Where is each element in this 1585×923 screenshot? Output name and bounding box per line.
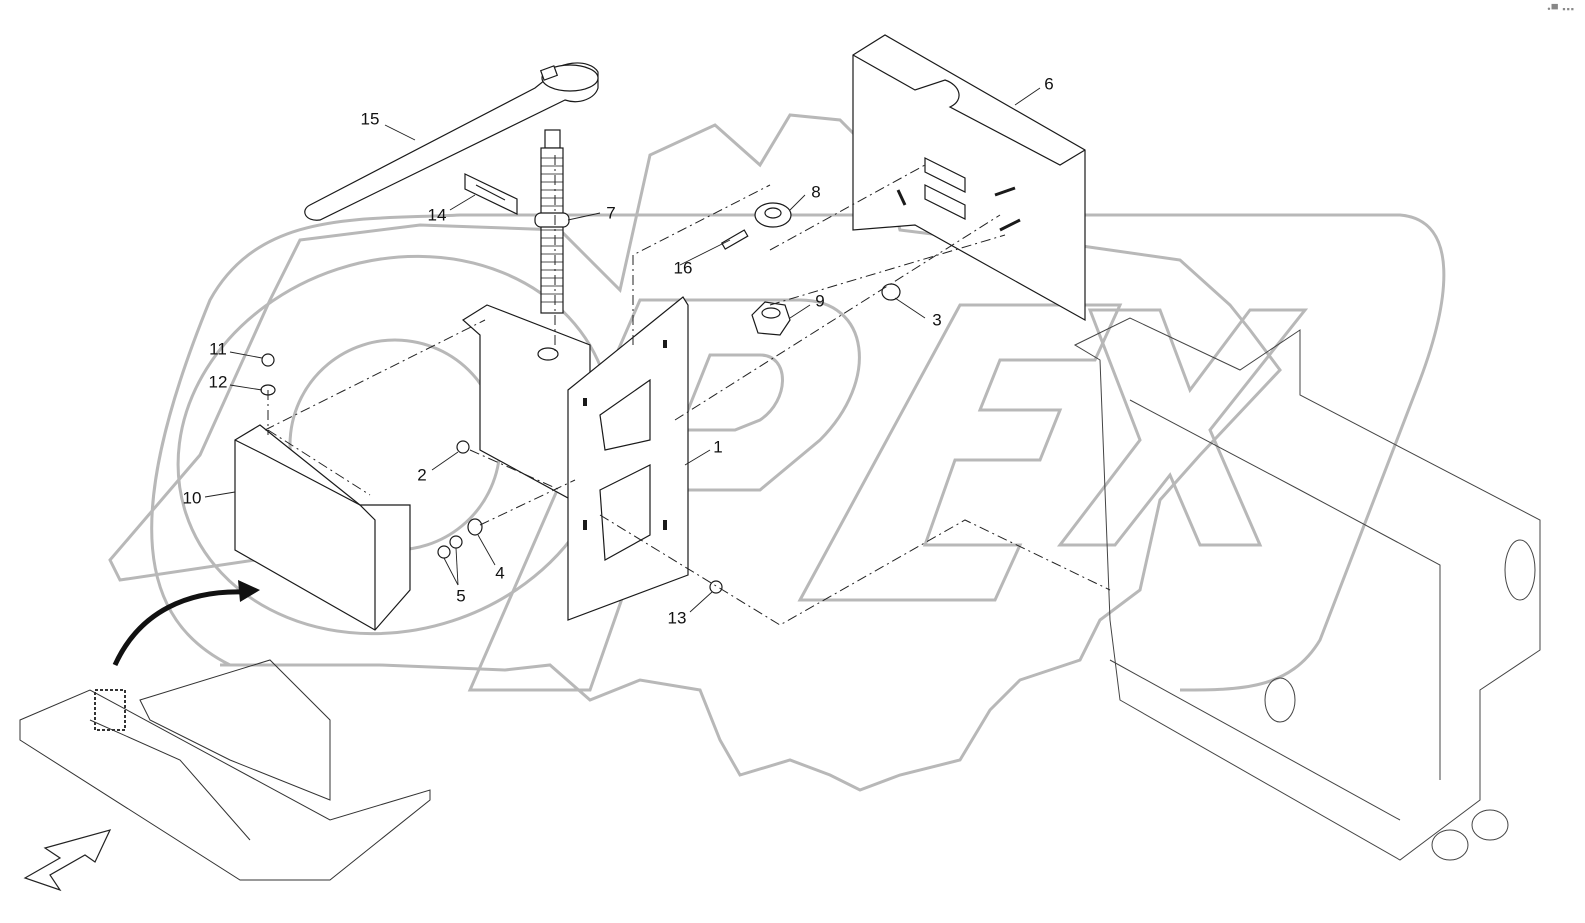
- callout-14: 14: [427, 205, 447, 225]
- arrow-head-icon: [238, 580, 260, 602]
- corner-mark: •▀ ▪▪▪: [1547, 4, 1575, 14]
- machine-overview: [19, 659, 431, 881]
- callout-6: 6: [1044, 74, 1054, 94]
- flange-bolt-2-part: [456, 440, 470, 454]
- callout-12: 12: [208, 372, 228, 392]
- crank-handle-part: [304, 62, 599, 221]
- callout-10: 10: [182, 488, 202, 508]
- label-plate-part: [464, 173, 518, 215]
- opex-watermark: [108, 113, 1446, 792]
- callout-1: 1: [713, 437, 723, 457]
- pin-part: [720, 229, 749, 250]
- callout-3: 3: [932, 310, 942, 330]
- leader-lines: [204, 87, 1041, 613]
- bolt-11-part: [261, 353, 275, 367]
- cover-plate-part: [852, 34, 1086, 322]
- nut-5a-part: [437, 545, 451, 559]
- callout-5: 5: [456, 586, 466, 606]
- callout-2: 2: [417, 465, 427, 485]
- callout-11: 11: [209, 339, 227, 359]
- callout-15: 15: [360, 109, 380, 129]
- view-direction-arrow-icon: [23, 829, 112, 892]
- callout-7: 7: [606, 203, 616, 223]
- assembly-lines: [264, 155, 1111, 626]
- nut-13-part: [709, 580, 723, 594]
- nut-5b-part: [449, 535, 463, 549]
- mounting-bracket-part: [461, 296, 689, 621]
- washer-stud-part: [881, 283, 901, 301]
- box-cover-part: [234, 424, 411, 631]
- callout-9: 9: [815, 291, 825, 311]
- machine-frame-part: [1073, 317, 1541, 861]
- callout-16: 16: [673, 258, 693, 278]
- curved-arrow-icon: [112, 589, 246, 667]
- flat-washer-4-part: [467, 518, 483, 536]
- callout-13: 13: [667, 608, 687, 628]
- callout-8: 8: [811, 182, 821, 202]
- threaded-shaft-part: [534, 129, 570, 314]
- callout-4: 4: [495, 563, 505, 583]
